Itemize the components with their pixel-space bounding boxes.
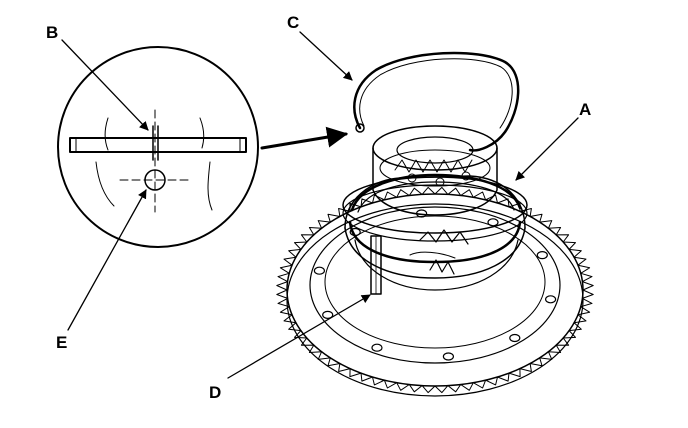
differential-carrier: [342, 175, 528, 295]
label-e: E: [56, 333, 67, 352]
gear-teeth-outline: [276, 186, 594, 394]
leader-a: [515, 117, 579, 181]
bolt-hole: [509, 333, 521, 343]
detail-magnifier: [57, 46, 259, 248]
bolt-hole: [322, 310, 334, 319]
label-c: C: [287, 13, 299, 32]
leader-d: [227, 294, 371, 379]
leader-b: [61, 39, 149, 131]
ring-gear: [276, 186, 594, 397]
bolt-hole: [544, 295, 557, 304]
magnify-arrow: [260, 126, 349, 150]
label-d: D: [209, 383, 221, 402]
label-a: A: [579, 100, 591, 119]
leader-c: [299, 31, 353, 81]
label-b: B: [46, 23, 58, 42]
bolt-hole: [371, 343, 383, 352]
bolt-hole: [313, 266, 325, 275]
snap-ring-c: [353, 51, 520, 152]
bolt-hole: [442, 352, 454, 361]
snap-ring-a: [348, 173, 522, 264]
bolt-hole: [536, 251, 548, 260]
bearing: [372, 125, 498, 216]
ring-gear-teeth: [276, 186, 594, 394]
bolt-hole: [487, 218, 499, 227]
leader-e: [67, 189, 147, 331]
